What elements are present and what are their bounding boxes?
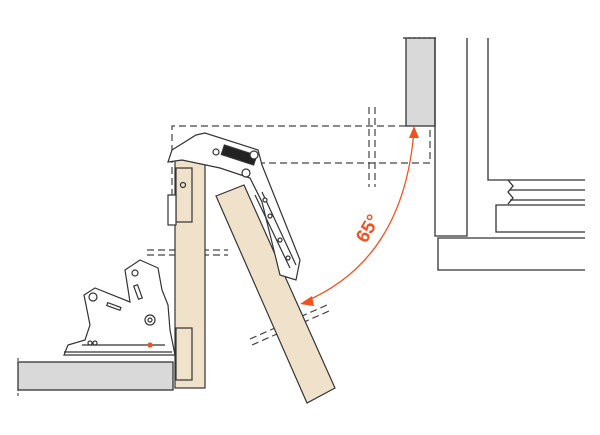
break-line (507, 179, 514, 205)
adjacent-cabinet (403, 37, 585, 271)
adjacent-door-block (405, 37, 436, 127)
arrowhead-bottom (300, 296, 314, 306)
adjacent-inner-wall (487, 38, 585, 181)
opening-angle-indicator: 65° (300, 126, 419, 306)
open-door (215, 184, 336, 404)
angle-arc (303, 129, 415, 303)
adjacent-shelf (495, 204, 585, 233)
upper-hinge-arm (167, 132, 301, 281)
cabinet-base (17, 361, 174, 391)
reference-lines (147, 107, 431, 346)
cabinet-side-panel (167, 159, 206, 389)
adjacent-base (437, 237, 585, 271)
adjacent-side-panel (434, 38, 468, 237)
arrowhead-top (409, 126, 419, 138)
lower-hinge-mechanism (63, 259, 176, 356)
